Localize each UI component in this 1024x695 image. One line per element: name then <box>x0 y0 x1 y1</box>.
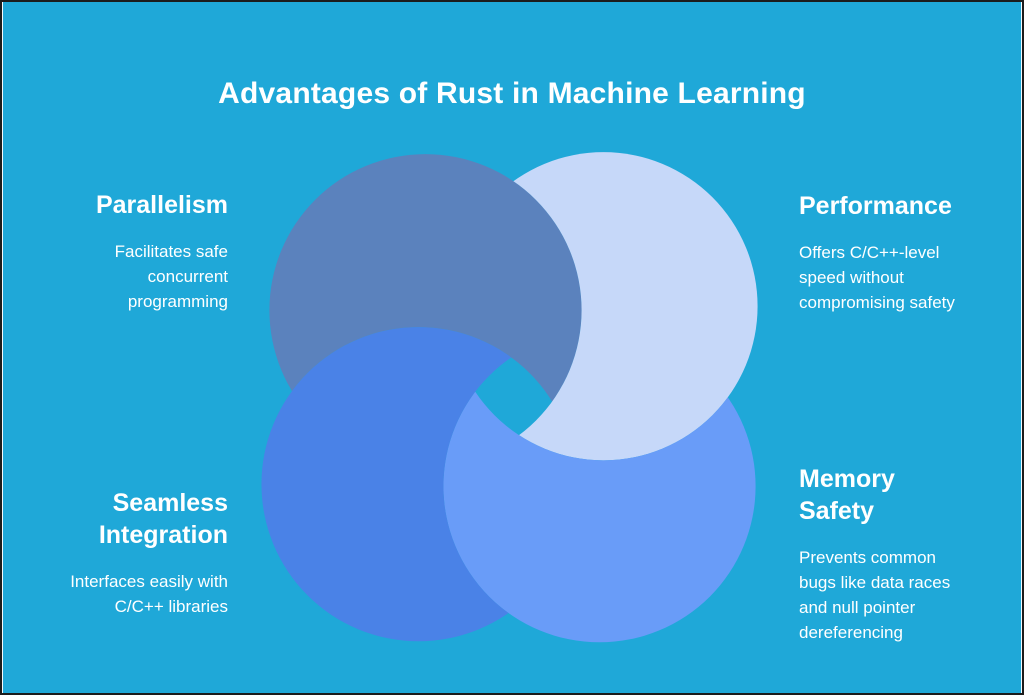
seamless-integration-heading: Seamless Integration <box>98 489 228 549</box>
circle-seamless-integration <box>261 327 576 642</box>
performance-heading: Performance <box>799 192 952 220</box>
parallelism-description: Facilitates safe concurrent programming <box>114 242 228 311</box>
memory-safety-description: Prevents common bugs like data races and… <box>799 548 951 642</box>
seamless-integration-description: Interfaces easily with C/C++ libraries <box>70 572 228 616</box>
section-memory-safety: Memory Safety Prevents common bugs like … <box>799 463 950 645</box>
page-title: Advantages of Rust in Machine Learning <box>218 77 806 110</box>
memory-safety-heading: Memory Safety <box>799 465 895 525</box>
section-parallelism: Parallelism Facilitates safe concurrent … <box>96 189 228 314</box>
performance-description: Offers C/C++-level speed without comprom… <box>799 243 955 312</box>
parallelism-heading: Parallelism <box>95 191 228 219</box>
section-seamless-integration: Seamless Integration Interfaces easily w… <box>70 487 228 619</box>
section-performance: Performance Offers C/C++-level speed wit… <box>799 190 955 315</box>
